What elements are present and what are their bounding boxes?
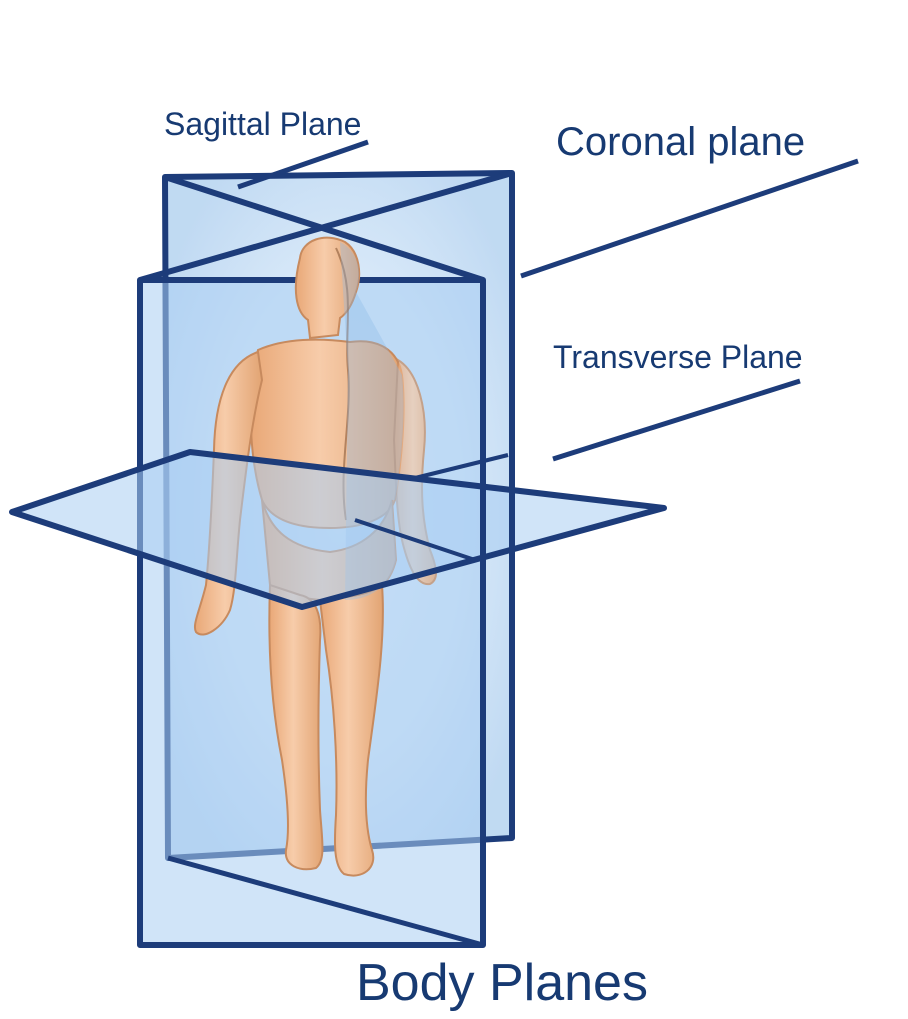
transverse-plane-label: Transverse Plane — [553, 341, 803, 373]
sagittal-plane-label: Sagittal Plane — [164, 108, 361, 140]
transverse-leader-line — [553, 381, 800, 459]
coronal-leader-line — [521, 161, 858, 276]
coronal-plane-label: Coronal plane — [556, 122, 805, 162]
diagram-title: Body Planes — [356, 957, 648, 1009]
transverse-plane — [12, 452, 664, 607]
